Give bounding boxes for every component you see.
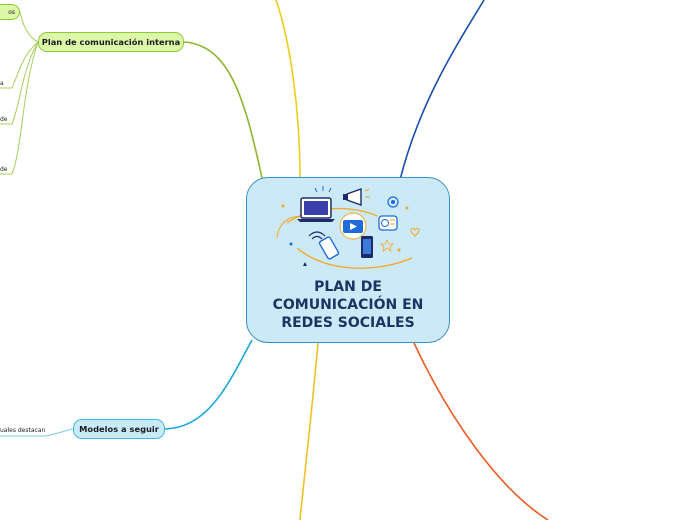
radio-icon	[378, 215, 398, 231]
smartphone-icon	[318, 236, 340, 260]
branch-line-bottom-orange	[413, 342, 549, 520]
branch-line-internal-plan	[183, 41, 263, 179]
sub-line-3	[11, 41, 39, 125]
communication-illustration	[276, 186, 420, 269]
decor-marks-icon	[281, 186, 409, 266]
models-child-fragment[interactable]: uales destacan	[0, 427, 46, 434]
target-icon	[387, 196, 399, 208]
branch-line-models	[164, 339, 253, 430]
sub-line-models	[43, 428, 74, 437]
models-label: Modelos a seguir	[79, 424, 159, 434]
wifi-icon	[308, 231, 326, 240]
megaphone-icon	[343, 188, 370, 206]
sub-line-1	[19, 11, 39, 43]
branch-line-top-yellow	[275, 0, 301, 179]
heart-icon	[410, 228, 420, 237]
central-topic-node[interactable]: PLAN DE COMUNICACIÓN EN REDES SOCIALES	[246, 177, 450, 343]
internal-plan-label: Plan de comunicación interna	[41, 37, 181, 47]
branch-line-top-blue	[399, 0, 485, 181]
models-node[interactable]: Modelos a seguir	[73, 419, 165, 439]
sub-line-4	[11, 41, 39, 175]
leaf-fragment-2[interactable]: de	[0, 116, 8, 123]
play-button-icon	[339, 212, 367, 240]
partial-topic-pill[interactable]: os	[0, 4, 20, 20]
tablet-icon	[361, 236, 373, 258]
central-topic-title: PLAN DE COMUNICACIÓN EN REDES SOCIALES	[272, 279, 424, 331]
internal-plan-node[interactable]: Plan de comunicación interna	[38, 32, 184, 52]
leaf-fragment-1[interactable]: a	[0, 80, 4, 87]
branch-line-bottom-yellow	[299, 342, 319, 520]
sub-line-2	[11, 41, 39, 89]
leaf-fragment-3[interactable]: de	[0, 166, 8, 173]
partial-topic-label: os	[8, 8, 15, 16]
laptop-icon	[297, 197, 335, 222]
